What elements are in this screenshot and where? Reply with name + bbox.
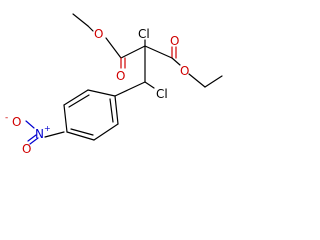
carbon-bonds (72, 13, 223, 97)
ring-double-bond-b (70, 128, 94, 136)
ring-bond-2 (63, 89, 89, 106)
bond-ethyl-right-ch3 (204, 75, 223, 88)
bond-right-carbonyl-to-o (171, 57, 181, 66)
ring-double-bond-a (68, 94, 90, 108)
ring-bond-3 (63, 104, 68, 133)
ring-bond-5 (93, 123, 119, 141)
ring-bond-4 (66, 131, 95, 141)
bond-ethyl-left-ch2 (87, 25, 94, 32)
benzene-ring (63, 89, 119, 141)
atom-label-o-ester-left-single: O (94, 27, 103, 41)
atom-label-o-nitro-double: O (22, 142, 31, 156)
bond-cq-to-right-carbonyl (144, 45, 173, 59)
bond-benzylic-to-cl (144, 81, 155, 89)
atom-label-cl-benzylic: Cl (156, 87, 168, 101)
molecule-canvas: Cl Cl O O O O N + O - O (5, 13, 223, 156)
bond-left-ester-o-to-carbonyl (105, 37, 122, 59)
ring-bond-6 (114, 95, 119, 125)
bond-benzylic-to-ring (114, 81, 146, 97)
nitro-bonds (25, 120, 65, 145)
bond-ethyl-right-ch2 (188, 73, 206, 88)
atom-label-o-ester-right-double: O (170, 34, 179, 48)
atom-charge-o-minus: - (5, 113, 8, 123)
carbonyl-bonds (120, 46, 181, 69)
ring-double-bond-c (109, 98, 114, 123)
atom-charge-n-plus: + (44, 124, 51, 133)
atom-label-cl-quaternary: Cl (138, 27, 150, 41)
ring-bond-1 (87, 89, 116, 97)
atom-labels: Cl Cl O O O O N + O - O (5, 27, 189, 156)
atom-label-o-ester-left-double: O (116, 69, 125, 83)
bond-n-to-o-minus (25, 120, 35, 129)
bond-n-to-o-double-2 (27, 134, 37, 142)
bond-ring-to-n (44, 131, 65, 138)
bond-n-to-o-double-1 (29, 137, 39, 145)
molecule-structure: Cl Cl O O O O N + O - O (5, 13, 223, 156)
bond-ethyl-left-ch3 (72, 13, 89, 27)
bond-left-carbonyl-to-cq (120, 45, 146, 59)
atom-label-n-nitro: N (35, 127, 44, 141)
atom-label-o-nitro-minus: O (12, 115, 21, 129)
atom-label-o-ester-right-single: O (180, 64, 189, 78)
